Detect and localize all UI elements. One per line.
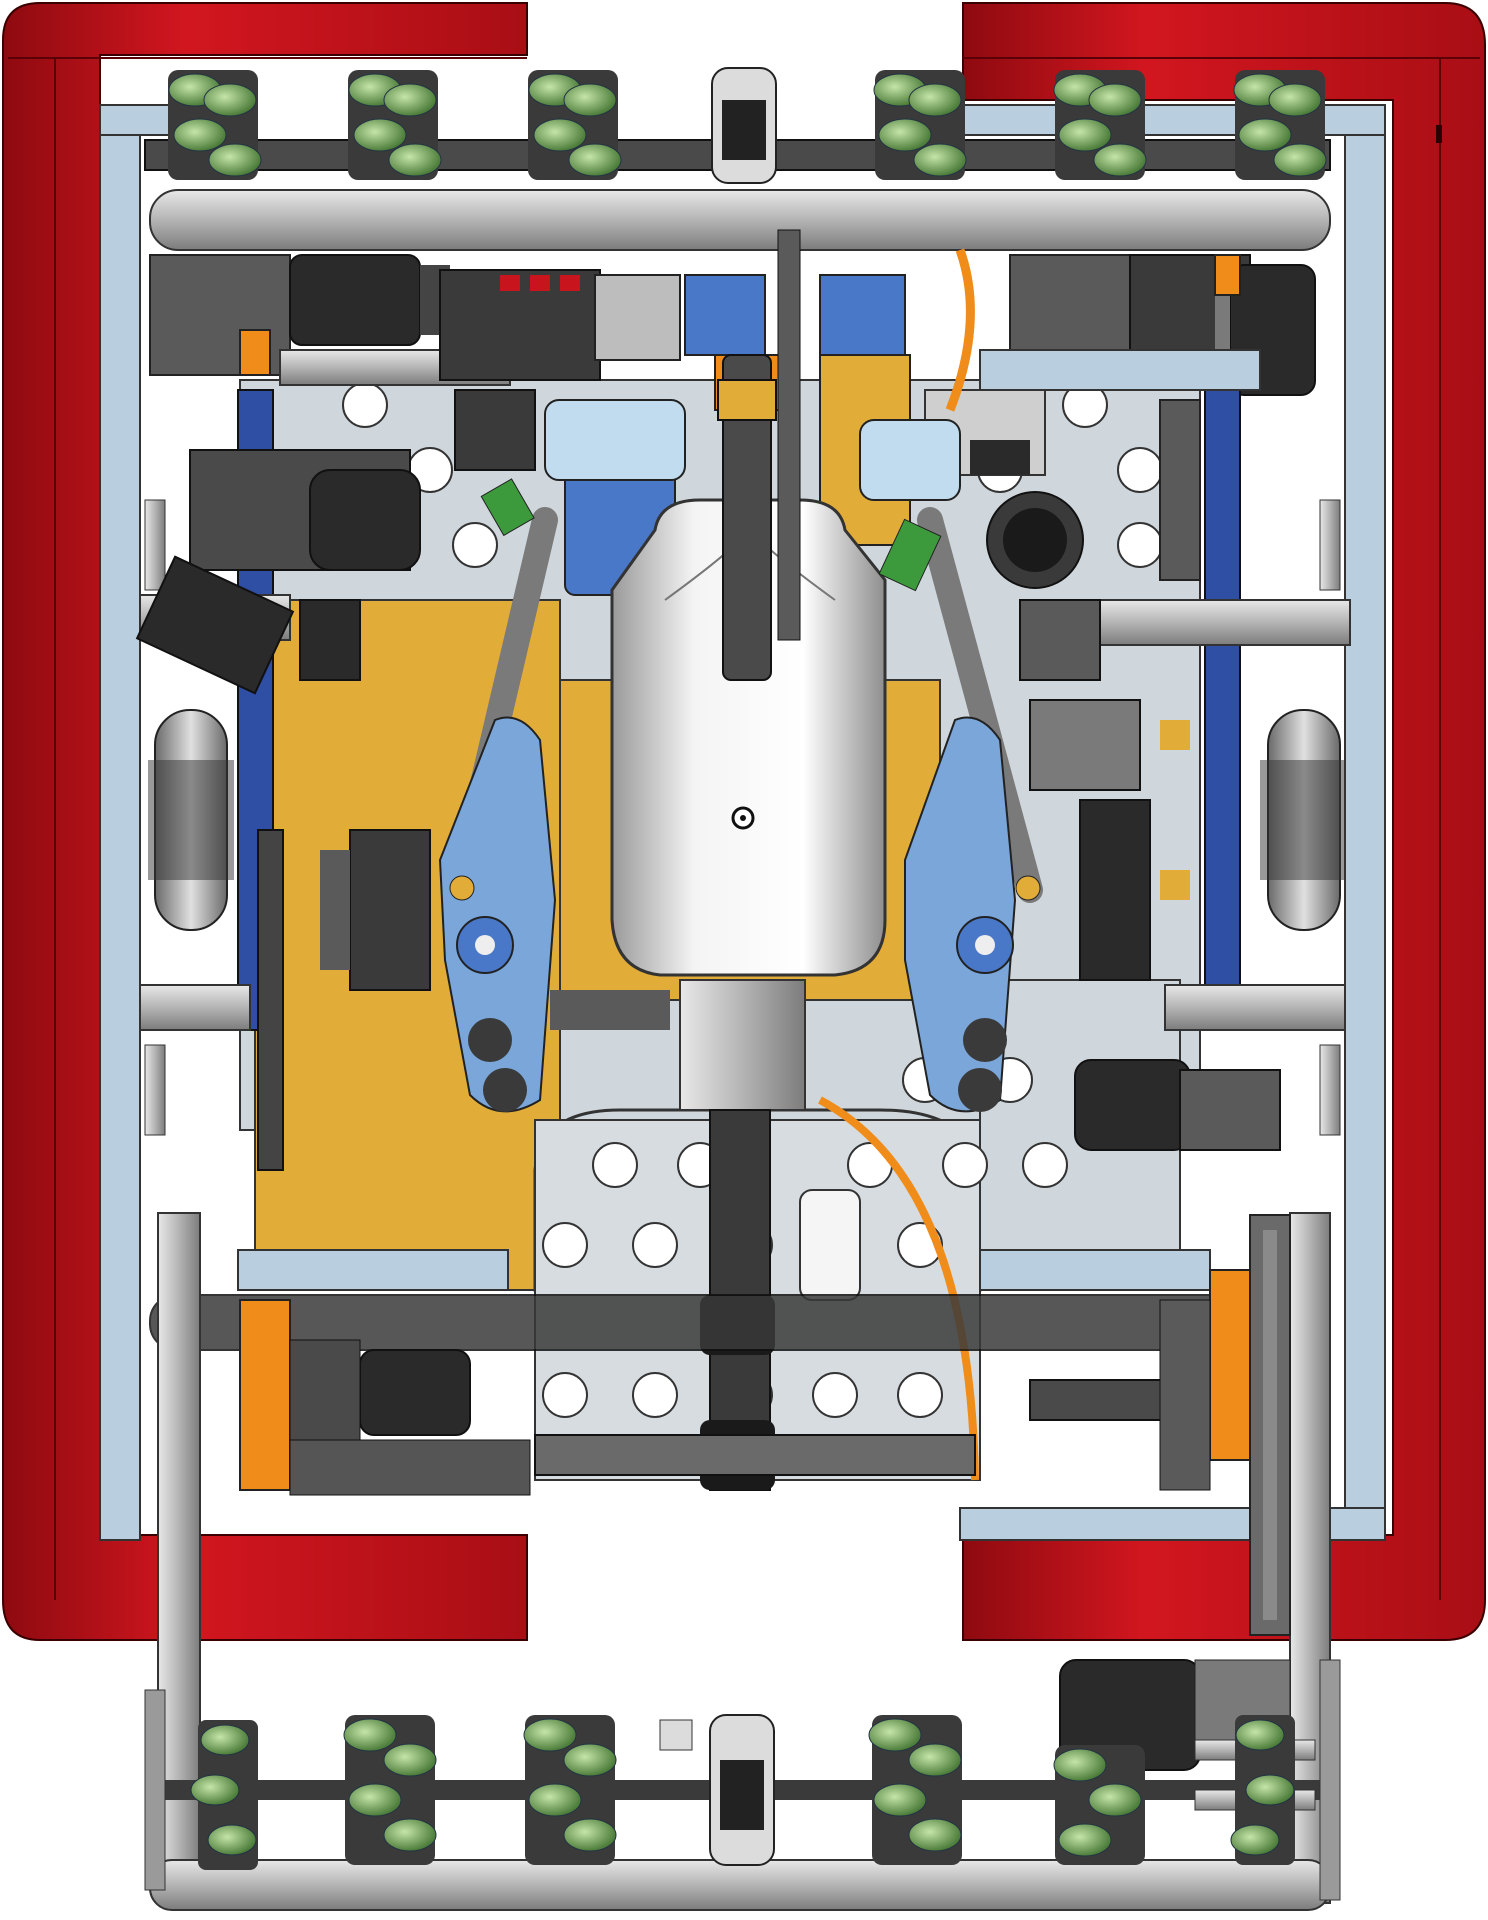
mecanum-wheel [523, 1715, 617, 1865]
left-motor-cluster [135, 449, 670, 1030]
mecanum-wheel [190, 1720, 258, 1870]
arm-links [438, 478, 1041, 1113]
traction-wheels [148, 709, 1346, 931]
bumper-assembly [2, 2, 1486, 1641]
right-motor-cluster [986, 491, 1281, 1151]
mecanum-wheel [168, 70, 262, 180]
mecanum-wheel [1233, 70, 1327, 180]
lower-drive-module [149, 1269, 1311, 1496]
bottom-extension [144, 1212, 1341, 1911]
bumper-right [962, 2, 1486, 1641]
mecanum-wheel [1230, 1715, 1295, 1865]
mecanum-wheel [528, 70, 622, 180]
mecanum-wheel [1053, 1745, 1145, 1865]
mecanum-wheel [873, 70, 967, 180]
silver-shell [610, 498, 887, 977]
top-mecanum-assembly [144, 67, 1331, 251]
mecanum-wheel [868, 1715, 962, 1865]
mecanum-wheel [343, 1715, 437, 1865]
mecanum-wheel [1053, 70, 1147, 180]
center-arm-assembly [445, 229, 1043, 1491]
mecanum-wheel [348, 70, 442, 180]
cross-tubes [139, 349, 1351, 1291]
